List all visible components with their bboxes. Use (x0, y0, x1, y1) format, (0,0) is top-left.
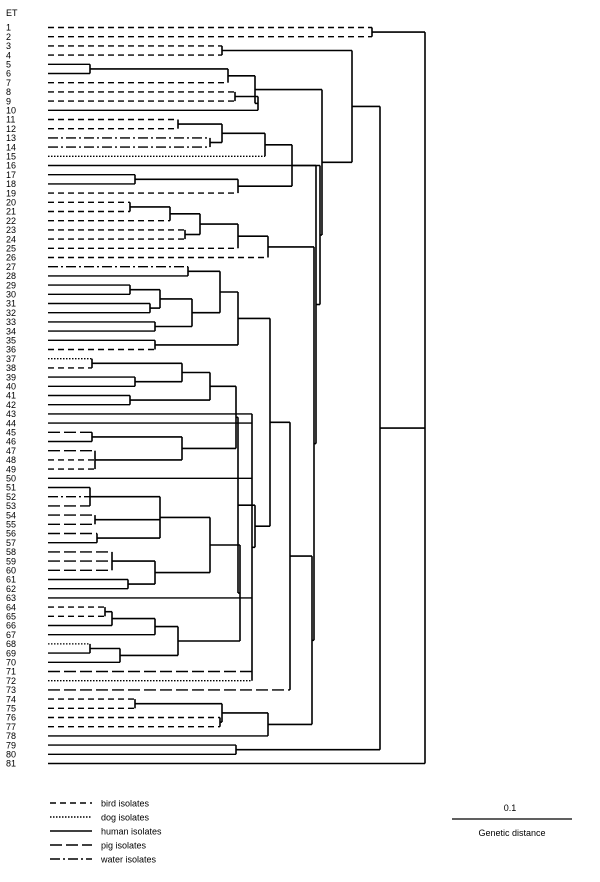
et-label: 43 (6, 409, 16, 419)
et-label: 24 (6, 234, 16, 244)
et-label: 1 (6, 23, 11, 33)
et-label: 5 (6, 60, 11, 70)
et-label: 60 (6, 566, 16, 576)
et-label: 32 (6, 308, 16, 318)
et-label: 73 (6, 685, 16, 695)
et-label: 68 (6, 639, 16, 649)
et-label: 7 (6, 78, 11, 88)
et-label: 66 (6, 621, 16, 631)
et-label: 71 (6, 667, 16, 677)
et-label: 29 (6, 280, 16, 290)
et-label: 6 (6, 69, 11, 79)
et-label: 12 (6, 124, 16, 134)
legend-label-human: human isolates (101, 827, 162, 837)
et-label: 55 (6, 520, 16, 530)
legend-label-pig: pig isolates (101, 841, 147, 851)
et-label: 13 (6, 133, 16, 143)
et-label: 38 (6, 363, 16, 373)
et-label: 61 (6, 575, 16, 585)
et-label: 59 (6, 556, 16, 566)
et-label: 44 (6, 418, 16, 428)
et-label: 62 (6, 584, 16, 594)
et-label: 52 (6, 492, 16, 502)
et-label: 19 (6, 188, 16, 198)
et-label: 50 (6, 474, 16, 484)
et-label: 65 (6, 612, 16, 622)
et-label: 36 (6, 345, 16, 355)
et-label: 17 (6, 170, 16, 180)
et-label: 54 (6, 510, 16, 520)
et-label: 63 (6, 593, 16, 603)
scale-bar: 0.1 Genetic distance (452, 803, 572, 838)
et-label: 34 (6, 326, 16, 336)
et-label: 28 (6, 271, 16, 281)
et-label: 31 (6, 299, 16, 309)
et-label: 15 (6, 152, 16, 162)
et-label: 77 (6, 722, 16, 732)
et-label-column: 1234567891011121314151617181920212223242… (6, 23, 16, 769)
et-label: 41 (6, 391, 16, 401)
legend-label-dog: dog isolates (101, 813, 150, 823)
et-label: 51 (6, 483, 16, 493)
et-label: 20 (6, 198, 16, 208)
et-label: 80 (6, 750, 16, 760)
legend: bird isolates dog isolates human isolates p… (50, 799, 162, 865)
et-label: 25 (6, 244, 16, 254)
et-label: 47 (6, 446, 16, 456)
et-label: 9 (6, 96, 11, 106)
et-label: 69 (6, 648, 16, 658)
et-label: 18 (6, 179, 16, 189)
et-label: 79 (6, 740, 16, 750)
et-label: 72 (6, 676, 16, 686)
et-label: 46 (6, 437, 16, 447)
scale-value: 0.1 (504, 803, 517, 813)
et-label: 45 (6, 428, 16, 438)
et-label: 42 (6, 400, 16, 410)
et-label: 53 (6, 501, 16, 511)
et-label: 76 (6, 713, 16, 723)
et-label: 14 (6, 142, 16, 152)
et-label: 75 (6, 704, 16, 714)
et-label: 2 (6, 32, 11, 42)
et-label: 3 (6, 41, 11, 51)
et-label: 64 (6, 602, 16, 612)
et-label: 78 (6, 731, 16, 741)
et-label: 21 (6, 207, 16, 217)
et-label: 39 (6, 372, 16, 382)
leaf-branches (48, 26, 425, 765)
et-label: 26 (6, 253, 16, 263)
et-label: 56 (6, 529, 16, 539)
et-label: 10 (6, 106, 16, 116)
et-label: 70 (6, 658, 16, 668)
et-label: 27 (6, 262, 16, 272)
et-label: 4 (6, 50, 11, 60)
et-label: 49 (6, 464, 16, 474)
et-label: 11 (6, 115, 15, 125)
et-label: 48 (6, 455, 16, 465)
et-label: 37 (6, 354, 16, 364)
et-label: 74 (6, 694, 16, 704)
scale-label: Genetic distance (478, 828, 545, 838)
et-label: 81 (6, 759, 16, 769)
legend-label-water: water isolates (100, 855, 157, 865)
et-label: 30 (6, 290, 16, 300)
et-label: 8 (6, 87, 11, 97)
legend-label-bird: bird isolates (101, 799, 150, 809)
et-label: 22 (6, 216, 16, 226)
et-label: 58 (6, 547, 16, 557)
et-label: 16 (6, 161, 16, 171)
internal-branches (89, 27, 426, 764)
et-label: 40 (6, 382, 16, 392)
et-header: ET (6, 8, 18, 18)
et-label: 57 (6, 538, 16, 548)
et-label: 35 (6, 336, 16, 346)
et-label: 23 (6, 225, 16, 235)
et-label: 33 (6, 317, 16, 327)
et-label: 67 (6, 630, 16, 640)
